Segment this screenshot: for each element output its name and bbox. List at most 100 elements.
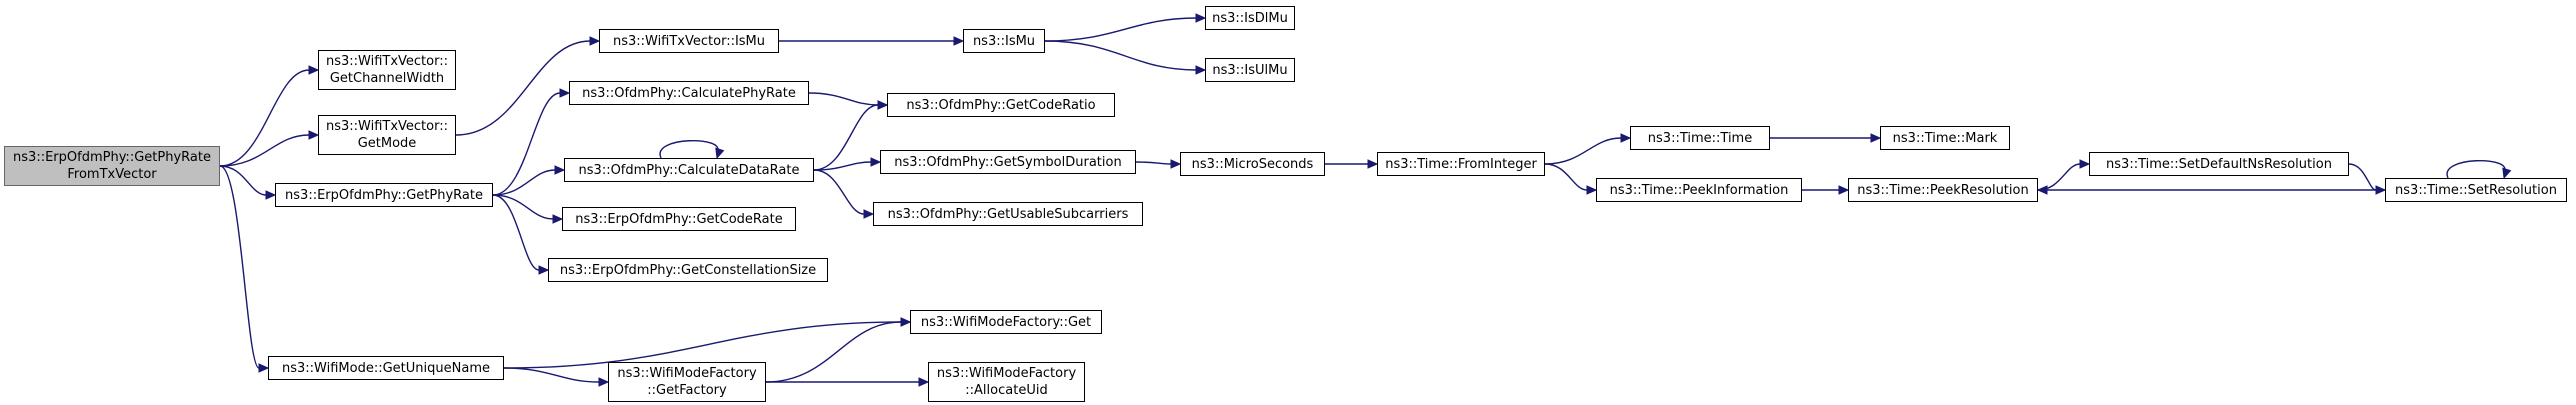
graph-node[interactable]: ns3::OfdmPhy::GetSymbolDuration xyxy=(880,150,1136,174)
graph-node[interactable]: ns3::WifiTxVector::IsMu xyxy=(599,29,779,53)
graph-node[interactable]: ns3::Time::SetDefaultNsResolution xyxy=(2089,152,2349,176)
call-edge xyxy=(765,321,902,383)
graph-node-label: ns3::ErpOfdmPhy::GetConstellationSize xyxy=(559,262,817,278)
graph-node[interactable]: ns3::MicroSeconds xyxy=(1180,152,1325,176)
graph-node-label: ns3::IsUlMu xyxy=(1212,62,1288,78)
arrowhead xyxy=(308,65,320,75)
call-edge xyxy=(808,92,879,106)
arrowhead xyxy=(308,130,320,140)
graph-node-label: ns3::ErpOfdmPhy::GetPhyRate xyxy=(285,187,483,203)
graph-node-label: FromTxVector xyxy=(67,167,157,182)
graph-node-label: ns3::Time::PeekInformation xyxy=(1609,182,1789,198)
arrowhead xyxy=(1367,159,1379,169)
graph-node-label: ns3::ErpOfdmPhy::GetCodeRate xyxy=(575,211,783,227)
graph-node-label: ns3::WifiTxVector::IsMu xyxy=(612,33,766,49)
graph-node[interactable]: ns3::Time::SetResolution xyxy=(2385,178,2567,202)
graph-node[interactable]: ns3::IsDlMu xyxy=(1205,6,1295,30)
graph-node-label: GetMode xyxy=(357,136,417,151)
arrowhead xyxy=(900,317,912,327)
arrowhead xyxy=(2079,159,2091,169)
graph-node-label: ns3::IsMu xyxy=(972,33,1036,49)
graph-node[interactable]: ns3::ErpOfdmPhy::GetPhyRate xyxy=(275,183,493,207)
arrowhead xyxy=(1170,159,1182,169)
arrowhead xyxy=(2502,167,2512,180)
graph-node-label: ns3::WifiMode::GetUniqueName xyxy=(282,360,490,376)
graph-node[interactable]: ns3::WifiTxVector::GetChannelWidth xyxy=(318,50,456,90)
call-edge xyxy=(1544,137,1622,165)
call-edge xyxy=(492,194,540,271)
graph-node-label: ns3::Time::SetResolution xyxy=(2395,182,2557,198)
call-edge xyxy=(2446,159,2506,179)
graph-node-label: ns3::MicroSeconds xyxy=(1191,156,1314,172)
call-edge xyxy=(219,69,310,167)
call-edge xyxy=(813,169,865,215)
arrowhead xyxy=(1195,13,1207,23)
graph-node[interactable]: ns3::OfdmPhy::CalculatePhyRate xyxy=(569,81,809,105)
arrowhead xyxy=(552,214,564,224)
call-edge xyxy=(813,161,872,171)
graph-node-label: ns3::OfdmPhy::GetUsableSubcarriers xyxy=(887,206,1129,222)
call-edge xyxy=(813,104,879,171)
graph-node[interactable]: ns3::Time::FromInteger xyxy=(1377,152,1545,176)
graph-node-label: ns3::Time::Mark xyxy=(1892,130,1998,146)
graph-node-label: ns3::WifiModeFactory xyxy=(617,366,757,381)
graph-node[interactable]: ns3::Time::Time xyxy=(1630,126,1770,150)
arrowhead xyxy=(265,190,277,200)
graph-node-label: GetChannelWidth xyxy=(329,71,445,86)
graph-node-label: ::AllocateUid xyxy=(965,383,1048,398)
arrowhead xyxy=(870,157,882,167)
graph-node-label: ns3::WifiModeFactory::Get xyxy=(920,314,1092,330)
graph-node[interactable]: ns3::ErpOfdmPhy::GetConstellationSize xyxy=(548,258,828,282)
graph-node[interactable]: ns3::WifiModeFactory::GetFactory xyxy=(608,362,766,402)
arrowhead xyxy=(918,377,930,387)
graph-node-label: ns3::OfdmPhy::GetSymbolDuration xyxy=(894,154,1122,170)
graph-node-label: ns3::OfdmPhy::CalculateDataRate xyxy=(578,162,800,178)
graph-node[interactable]: ns3::IsMu xyxy=(963,29,1045,53)
call-edge xyxy=(2348,163,2377,191)
graph-node-label: ns3::OfdmPhy::CalculatePhyRate xyxy=(582,85,796,101)
arrowhead xyxy=(1195,65,1207,75)
graph-node[interactable]: ns3::WifiTxVector::GetMode xyxy=(318,115,456,155)
graph-node-label: ns3::IsDlMu xyxy=(1212,10,1288,26)
graph-node-label: ns3::OfdmPhy::GetCodeRatio xyxy=(906,97,1096,113)
graph-node[interactable]: ns3::IsUlMu xyxy=(1205,58,1295,82)
graph-node-label: ns3::Time::PeekResolution xyxy=(1857,182,2029,198)
arrowhead xyxy=(2036,185,2048,195)
graph-node[interactable]: ns3::OfdmPhy::GetCodeRatio xyxy=(887,93,1115,117)
arrowhead xyxy=(1620,133,1632,143)
call-edge xyxy=(1044,17,1197,42)
graph-node-label: ns3::WifiTxVector:: xyxy=(325,54,448,69)
graph-node[interactable]: ns3::WifiMode::GetUniqueName xyxy=(268,356,504,380)
graph-node[interactable]: ns3::WifiModeFactory::AllocateUid xyxy=(928,362,1085,402)
arrowhead xyxy=(1586,185,1598,195)
graph-node[interactable]: ns3::ErpOfdmPhy::GetCodeRate xyxy=(562,207,796,231)
graph-node[interactable]: ns3::Time::Mark xyxy=(1880,126,2010,150)
arrowhead xyxy=(715,147,725,160)
arrowhead xyxy=(258,363,270,373)
call-edge xyxy=(219,134,310,167)
graph-node[interactable]: ns3::WifiModeFactory::Get xyxy=(910,310,1102,334)
arrowhead xyxy=(863,209,875,219)
arrowhead xyxy=(1838,185,1850,195)
call-edge xyxy=(659,139,719,159)
graph-node-label: ns3::Time::SetDefaultNsResolution xyxy=(2106,156,2332,172)
arrowhead xyxy=(538,265,550,275)
graph-node[interactable]: ns3::OfdmPhy::CalculateDataRate xyxy=(564,158,814,182)
arrowhead xyxy=(953,36,965,46)
call-edge xyxy=(219,165,267,196)
call-edge xyxy=(503,321,902,369)
call-edge xyxy=(492,194,554,220)
call-edge xyxy=(503,367,600,383)
graph-node-label: ns3::WifiTxVector:: xyxy=(325,119,448,134)
arrowhead xyxy=(559,88,571,98)
call-edge xyxy=(1135,161,1172,165)
call-edge xyxy=(492,92,561,196)
graph-node[interactable]: ns3::Time::PeekInformation xyxy=(1596,178,1802,202)
graph-node-label: ns3::Time::Time xyxy=(1647,130,1753,146)
call-edge xyxy=(455,40,591,136)
graph-node[interactable]: ns3::OfdmPhy::GetUsableSubcarriers xyxy=(873,202,1143,226)
graph-node[interactable]: ns3::Time::PeekResolution xyxy=(1848,178,2038,202)
